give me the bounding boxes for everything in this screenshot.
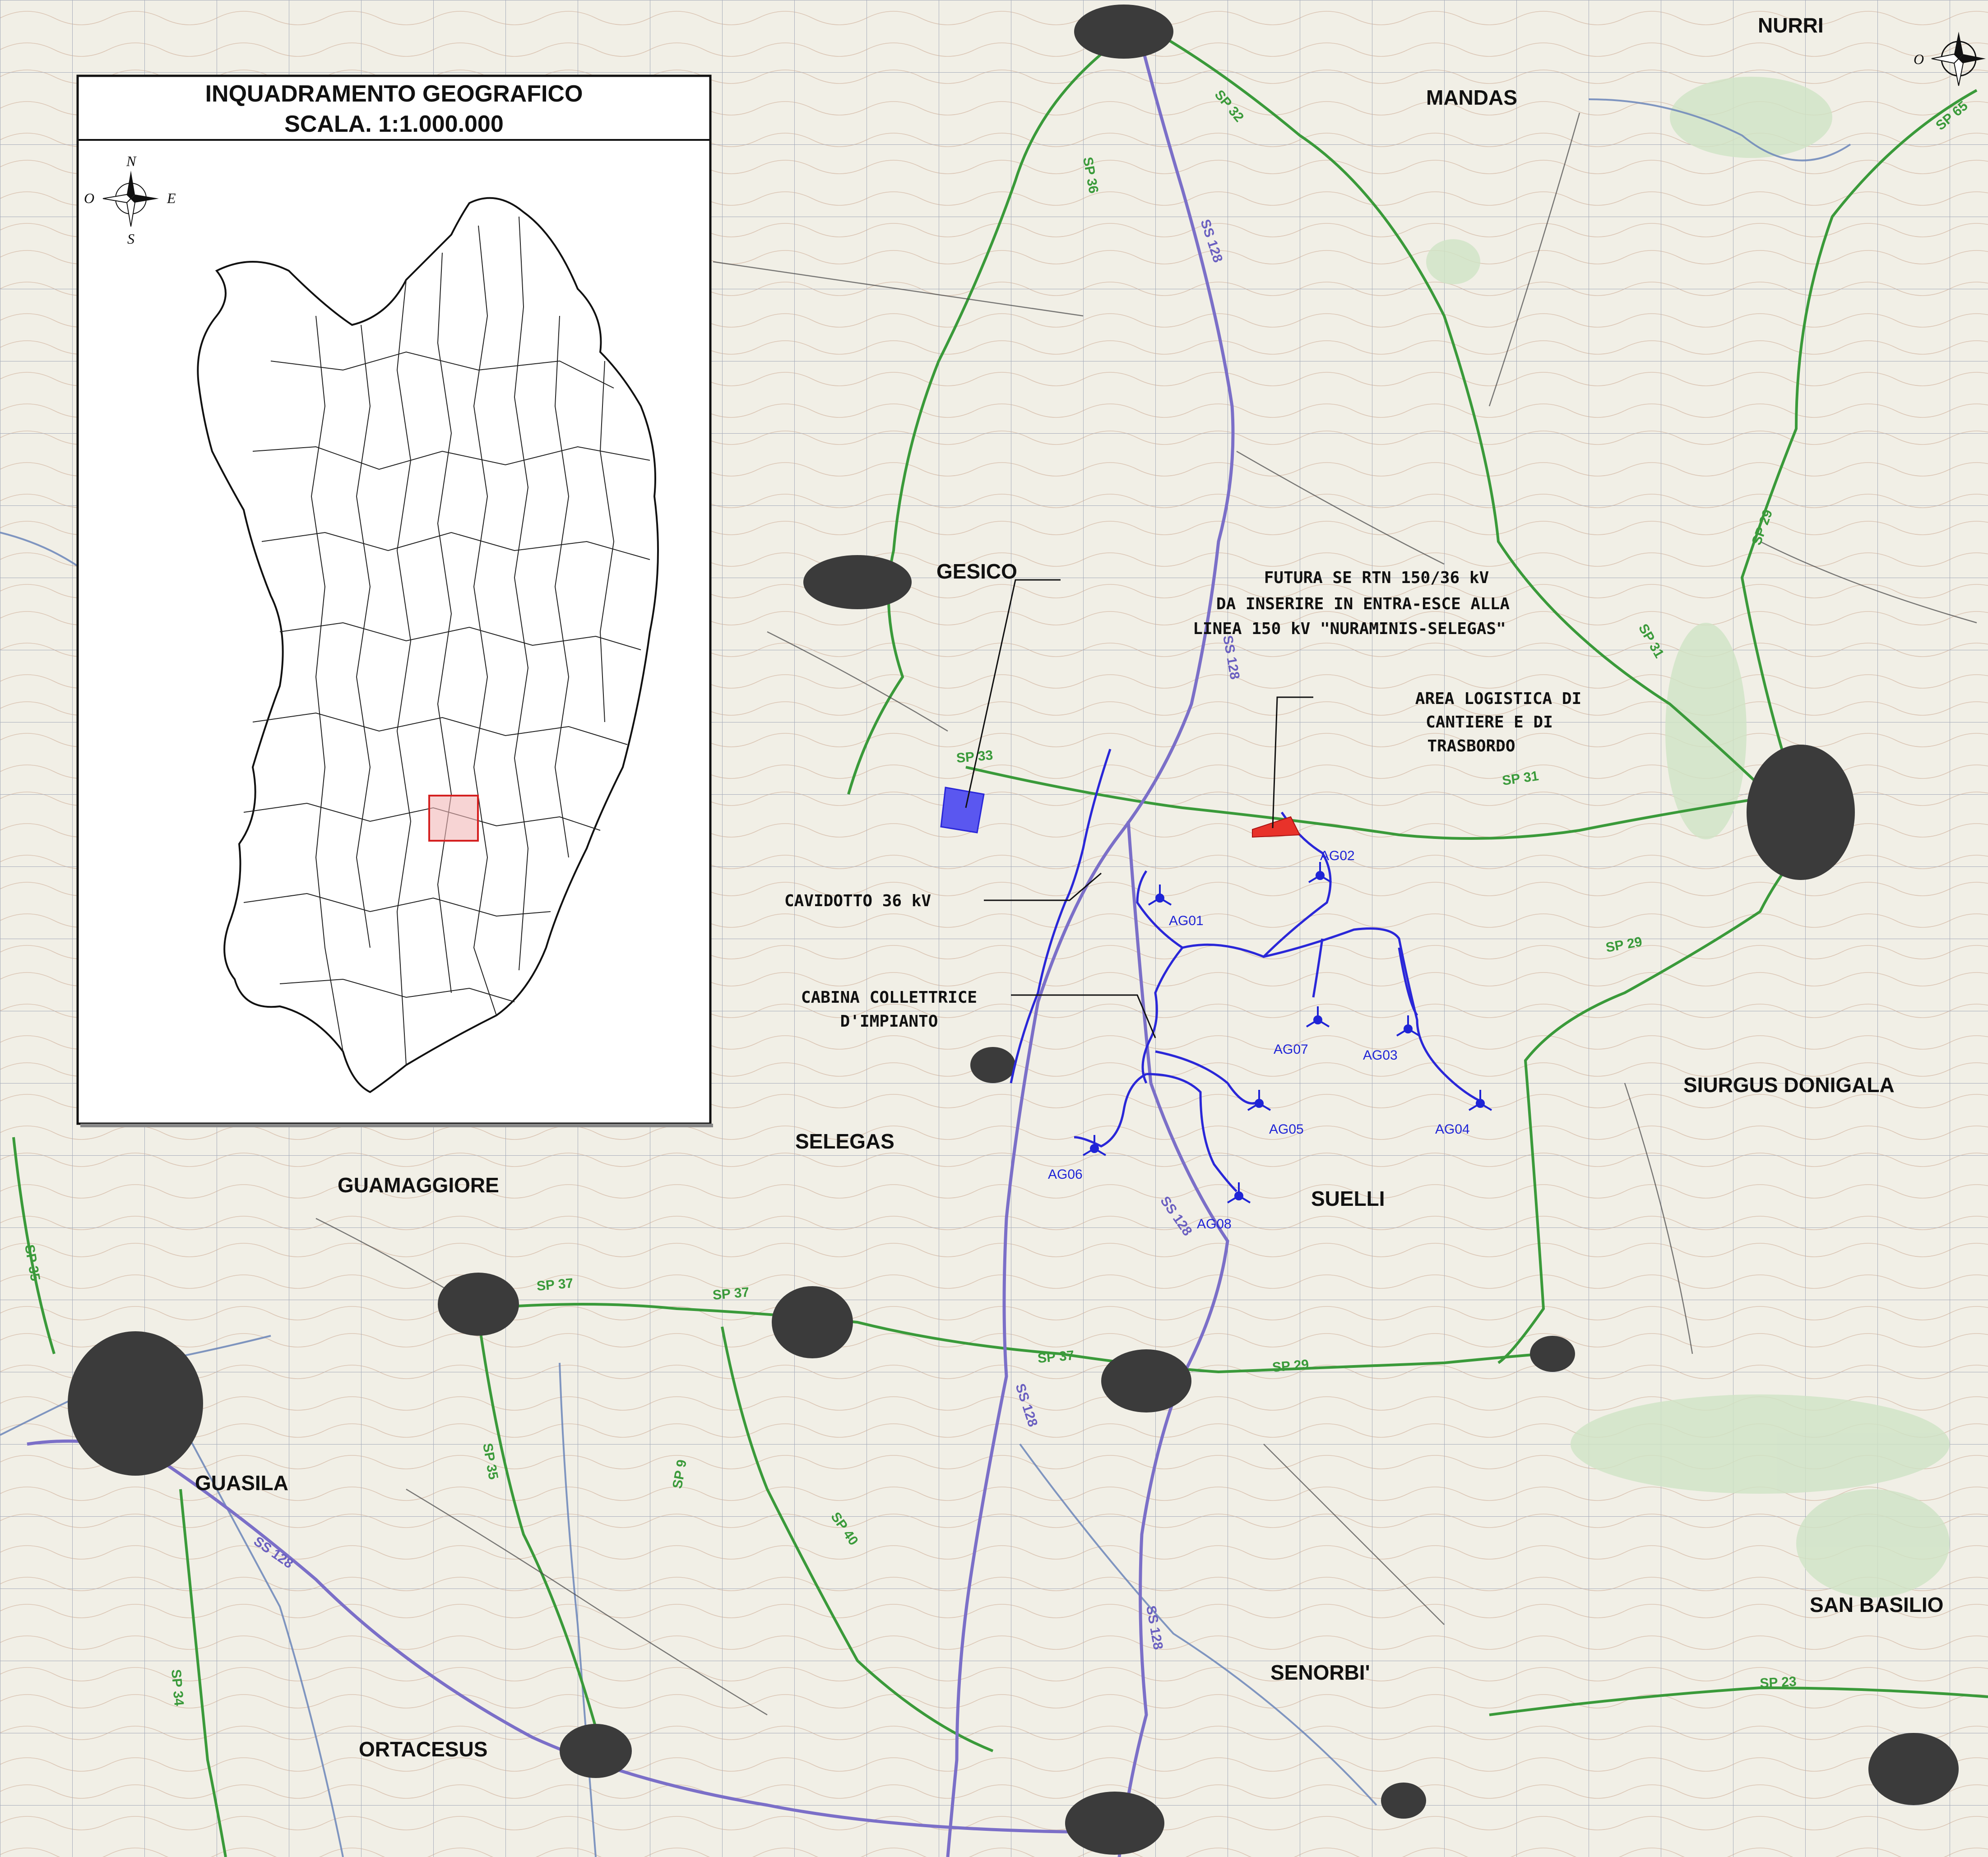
turbine-ag08-marker [1227, 1182, 1251, 1204]
inset-compass-icon: N S E O [84, 153, 176, 247]
place-guamaggiore: GUAMAGGIORE [338, 1173, 499, 1197]
settlements [68, 5, 1959, 1855]
settlement-guasila [68, 1331, 203, 1476]
future-substation-area [940, 787, 985, 834]
inset-compass-o: O [84, 190, 94, 206]
turbine-ag02-marker [1308, 862, 1332, 883]
se-annotation-line3: LINEA 150 kV "NURAMINIS-SELEGAS" [1193, 620, 1506, 638]
local-roads [315, 112, 1977, 1716]
settlement-gesico [803, 555, 912, 609]
place-mandas: MANDAS [1426, 86, 1517, 109]
turbine-label-ag05: AG05 [1269, 1122, 1304, 1137]
inset-title: INQUADRAMENTO GEOGRAFICO [205, 81, 583, 107]
project-annotations: FUTURA SE RTN 150/36 kV DA INSERIRE IN E… [784, 569, 1581, 1031]
turbine-ag03-marker [1396, 1015, 1420, 1037]
cable-routes [1010, 749, 1481, 1192]
settlement-sisini [1530, 1336, 1575, 1372]
wind-turbines [1082, 862, 1492, 1204]
municipal-boundaries [243, 216, 650, 1065]
settlement-suelli [1101, 1349, 1191, 1412]
settlement-selegas [772, 1286, 853, 1358]
turbine-label-ag07: AG07 [1274, 1042, 1308, 1057]
turbine-label-ag08: AG08 [1197, 1217, 1232, 1232]
vegetation-areas [1426, 77, 1950, 1598]
turbine-ag04-marker [1468, 1090, 1492, 1111]
logistic-area [1252, 816, 1301, 838]
turbine-label-ag03: AG03 [1363, 1048, 1398, 1063]
turbine-ag07-marker [1306, 1006, 1330, 1028]
turbine-labels: AG01 AG02 AG03 AG04 AG05 AG06 AG07 AG08 [1048, 848, 1470, 1232]
place-labels: NURRI MANDAS GESICO SIURGUS DONIGALA SEL… [195, 14, 1943, 1761]
turbine-label-ag06: AG06 [1048, 1167, 1083, 1182]
area-annotation-line2: CANTIERE E DI [1426, 713, 1553, 732]
area-annotation-line3: TRASBORDO [1427, 737, 1515, 755]
road-label-sp34: SP 34 [168, 1669, 186, 1707]
turbine-label-ag04: AG04 [1435, 1122, 1470, 1137]
road-label-sp23: SP 23 [1760, 1674, 1797, 1691]
settlement-seuni [970, 1047, 1015, 1083]
place-suelli: SUELLI [1311, 1187, 1385, 1210]
main-compass-icon: O [1914, 32, 1986, 86]
se-annotation-line2: DA INSERIRE IN ENTRA-ESCE ALLA [1216, 595, 1510, 613]
cabina-annotation-line2: D'IMPIANTO [840, 1012, 938, 1031]
cabina-annotation-line1: CABINA COLLETTRICE [801, 988, 977, 1007]
place-nurri: NURRI [1758, 14, 1824, 37]
sardinia-outline [197, 197, 659, 1093]
road-label-sp29-c: SP 29 [1272, 1357, 1310, 1375]
place-selegas: SELEGAS [795, 1130, 894, 1153]
turbine-ag01-marker [1148, 885, 1172, 906]
cavidotto-annotation: CAVIDOTTO 36 kV [784, 892, 931, 910]
annotation-leaders [965, 579, 1313, 1038]
place-san-basilio: SAN BASILIO [1810, 1593, 1943, 1616]
settlement-senorbi [1065, 1792, 1164, 1855]
settlement-mandas [1074, 5, 1173, 59]
inset-study-area [428, 795, 479, 842]
inset-compass-n: N [126, 153, 137, 169]
se-annotation-line1: FUTURA SE RTN 150/36 kV [1264, 569, 1489, 587]
turbine-label-ag02: AG02 [1320, 848, 1355, 863]
road-label-sp37-c: SP 37 [1037, 1348, 1075, 1366]
inset-panel: INQUADRAMENTO GEOGRAFICO SCALA. 1:1.000.… [76, 74, 713, 1127]
settlement-arixi [1381, 1783, 1426, 1819]
area-annotation-line1: AREA LOGISTICA DI [1415, 690, 1581, 708]
place-ortacesus: ORTACESUS [359, 1737, 487, 1761]
turbine-ag05-marker [1247, 1090, 1271, 1111]
turbine-label-ag01: AG01 [1169, 913, 1204, 928]
settlement-ortacesus [560, 1724, 632, 1778]
turbine-ag06-marker [1082, 1135, 1107, 1156]
provincial-roads [12, 26, 1988, 1857]
inset-compass-e: E [167, 190, 176, 206]
road-label-sp37-a: SP 37 [536, 1276, 574, 1294]
road-label-sp37-b: SP 37 [712, 1285, 750, 1303]
inset-scale: SCALA. 1:1.000.000 [284, 111, 504, 137]
place-gesico: GESICO [936, 560, 1017, 583]
inset-compass-s: S [127, 231, 134, 247]
place-guasila: GUASILA [195, 1471, 288, 1495]
settlement-san-basilio [1868, 1733, 1959, 1805]
settlement-siurgus [1747, 745, 1855, 880]
place-siurgus-donigala: SIURGUS DONIGALA [1683, 1073, 1895, 1097]
road-label-sp33: SP 33 [956, 748, 994, 766]
settlement-guamaggiore [438, 1273, 519, 1336]
place-senorbi: SENORBI' [1270, 1661, 1370, 1684]
main-compass-o: O [1914, 51, 1924, 67]
